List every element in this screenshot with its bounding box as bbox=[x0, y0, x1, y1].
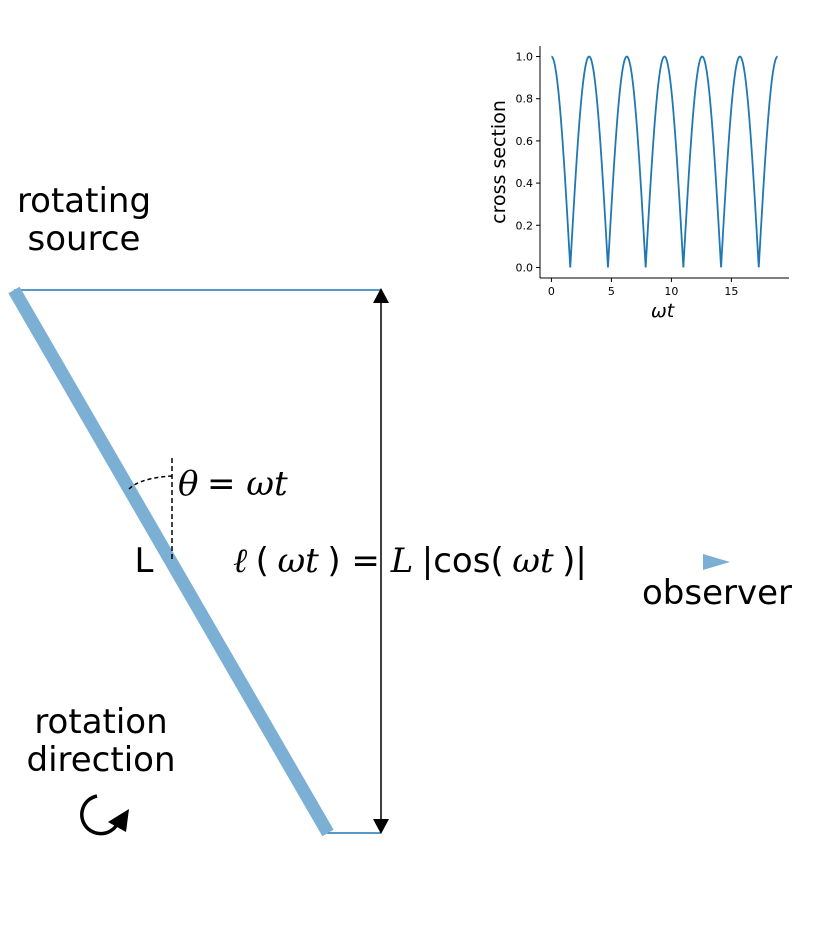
y-tick-label: 0.6 bbox=[516, 135, 534, 148]
rotation-direction-label-line1: rotation bbox=[34, 702, 167, 742]
rotation-arrow-icon bbox=[80, 794, 129, 836]
ell-argument: ωt bbox=[277, 541, 319, 581]
ell-abs-close: )| bbox=[562, 541, 587, 581]
x-tick-label: 5 bbox=[608, 285, 615, 298]
x-axis-label: ωt bbox=[651, 300, 676, 322]
y-tick-label: 1.0 bbox=[516, 51, 534, 64]
x-tick-label: 15 bbox=[724, 285, 738, 298]
y-tick-label: 0.0 bbox=[516, 261, 534, 274]
projection-arrow-top-icon bbox=[373, 288, 389, 303]
projection-arrow-bottom-icon bbox=[373, 819, 389, 834]
rotating-source-label-line1: rotating bbox=[17, 181, 151, 221]
angle-arc bbox=[128, 475, 173, 490]
x-tick-label: 10 bbox=[664, 285, 678, 298]
ell-close-equals: ) = bbox=[327, 541, 390, 581]
y-tick-label: 0.8 bbox=[516, 93, 534, 106]
cross-section-chart: 0.0 0.2 0.4 0.6 0.8 1.0 0 5 10 15 ωt cross section bbox=[488, 46, 789, 322]
cross-section-series-line bbox=[551, 55, 778, 268]
theta-equation: θ = ωt bbox=[178, 464, 288, 504]
x-tick-label: 0 bbox=[548, 285, 555, 298]
rod-length-label: L bbox=[135, 541, 154, 581]
y-axis-label: cross section bbox=[488, 100, 510, 224]
ell-argument-2: ωt bbox=[512, 541, 554, 581]
rotating-source-label-line2: source bbox=[28, 219, 141, 259]
observer-triangle-icon bbox=[703, 554, 730, 570]
theta-equals: = bbox=[207, 464, 246, 504]
ell-L: L bbox=[390, 541, 414, 581]
rotation-direction-label-line2: direction bbox=[27, 740, 176, 780]
observer-label: observer bbox=[642, 573, 792, 613]
y-tick-label: 0.2 bbox=[516, 219, 534, 232]
ell-abs-cos-open: |cos( bbox=[422, 541, 504, 581]
ell-open-paren: ( bbox=[256, 541, 269, 581]
y-tick-label: 0.4 bbox=[516, 177, 534, 190]
theta-rhs: ωt bbox=[246, 464, 288, 504]
ell-symbol: ℓ bbox=[233, 541, 247, 581]
rotating-rod bbox=[8, 286, 334, 837]
theta-symbol: θ bbox=[178, 464, 198, 504]
projected-length-formula: ℓ ( ωt ) = L |cos( ωt )| bbox=[233, 541, 587, 581]
